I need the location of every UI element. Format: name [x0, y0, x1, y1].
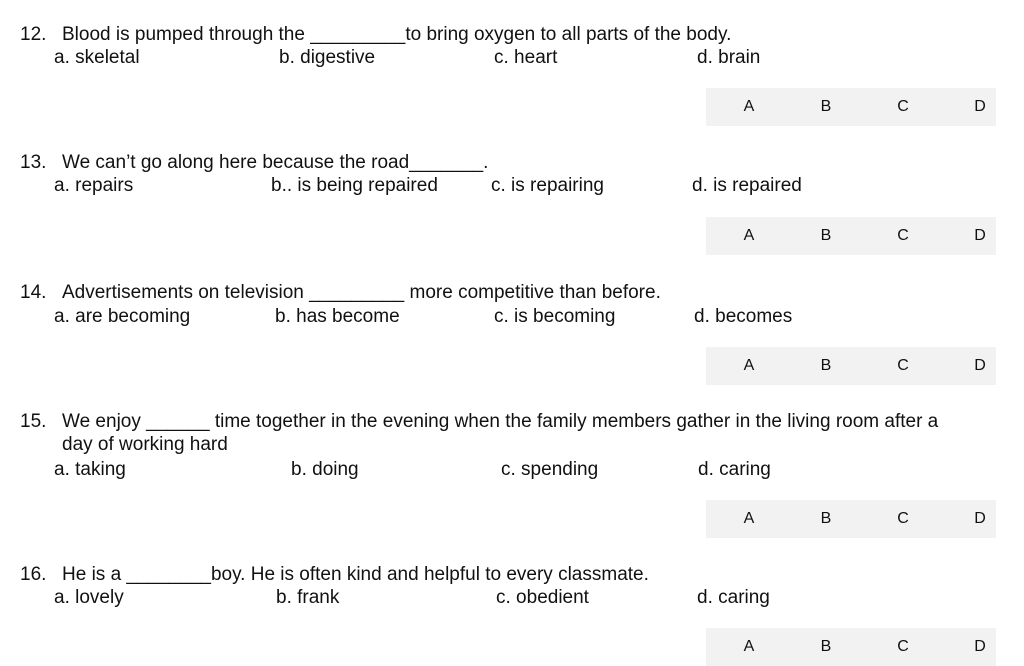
option-a: a. taking: [54, 459, 126, 480]
option-c: c. is becoming: [494, 306, 616, 327]
question-text: Advertisements on television _________ m…: [62, 282, 661, 303]
option-c: c. obedient: [496, 587, 589, 608]
answer-b-button[interactable]: B: [820, 357, 832, 374]
answer-d-button[interactable]: D: [974, 227, 986, 244]
question-stem: 12. Blood is pumped through the _________…: [20, 24, 731, 46]
option-b: b. doing: [291, 459, 359, 480]
option-c: c. is repairing: [491, 175, 604, 196]
question-text: Blood is pumped through the _________to …: [62, 24, 732, 45]
question-number: 14.: [20, 282, 47, 303]
answer-c-button[interactable]: C: [897, 638, 909, 655]
answer-c-button[interactable]: C: [897, 98, 909, 115]
option-d: d. brain: [697, 47, 761, 68]
option-d: d. is repaired: [692, 175, 802, 196]
answer-a-button[interactable]: A: [743, 638, 755, 655]
answer-b-button[interactable]: B: [820, 510, 832, 527]
question-number: 12.: [20, 24, 47, 45]
option-b: b. digestive: [279, 47, 376, 68]
answer-choices: A B C D: [706, 500, 996, 538]
question-number: 13.: [20, 152, 47, 173]
answer-d-button[interactable]: D: [974, 98, 986, 115]
option-b: b.. is being repaired: [271, 175, 438, 196]
answer-c-button[interactable]: C: [897, 227, 909, 244]
answer-d-button[interactable]: D: [974, 510, 986, 527]
question-stem: 13. We can’t go along here because the ro…: [20, 152, 488, 174]
question-stem: 15. We enjoy ______ time together in the …: [20, 411, 938, 433]
answer-choices: A B C D: [706, 217, 996, 255]
question-number: 16.: [20, 564, 47, 585]
option-c: c. spending: [501, 459, 599, 480]
answer-b-button[interactable]: B: [820, 227, 832, 244]
answer-d-button[interactable]: D: [974, 357, 986, 374]
answer-d-button[interactable]: D: [974, 638, 986, 655]
option-d: d. becomes: [694, 306, 793, 327]
answer-choices: A B C D: [706, 88, 996, 126]
option-b: b. frank: [276, 587, 340, 608]
option-c: c. heart: [494, 47, 558, 68]
answer-a-button[interactable]: A: [743, 357, 755, 374]
question-text: We can’t go along here because the road_…: [62, 152, 489, 173]
question-number: 15.: [20, 411, 47, 432]
answer-a-button[interactable]: A: [743, 98, 755, 115]
option-d: d. caring: [697, 587, 770, 608]
answer-c-button[interactable]: C: [897, 510, 909, 527]
option-a: a. lovely: [54, 587, 124, 608]
answer-a-button[interactable]: A: [743, 227, 755, 244]
question-text-continued: day of working hard: [62, 434, 228, 455]
answer-choices: A B C D: [706, 628, 996, 666]
option-b: b. has become: [275, 306, 400, 327]
option-a: a. repairs: [54, 175, 134, 196]
question-text: He is a ________boy. He is often kind an…: [62, 564, 649, 585]
answer-c-button[interactable]: C: [897, 357, 909, 374]
question-stem: 14. Advertisements on television ________…: [20, 282, 661, 304]
answer-choices: A B C D: [706, 347, 996, 385]
option-a: a. skeletal: [54, 47, 140, 68]
answer-b-button[interactable]: B: [820, 638, 832, 655]
option-a: a. are becoming: [54, 306, 191, 327]
question-text: We enjoy ______ time together in the eve…: [62, 411, 939, 432]
question-stem: 16. He is a ________boy. He is often kind…: [20, 564, 649, 586]
option-d: d. caring: [698, 459, 771, 480]
answer-a-button[interactable]: A: [743, 510, 755, 527]
answer-b-button[interactable]: B: [820, 98, 832, 115]
